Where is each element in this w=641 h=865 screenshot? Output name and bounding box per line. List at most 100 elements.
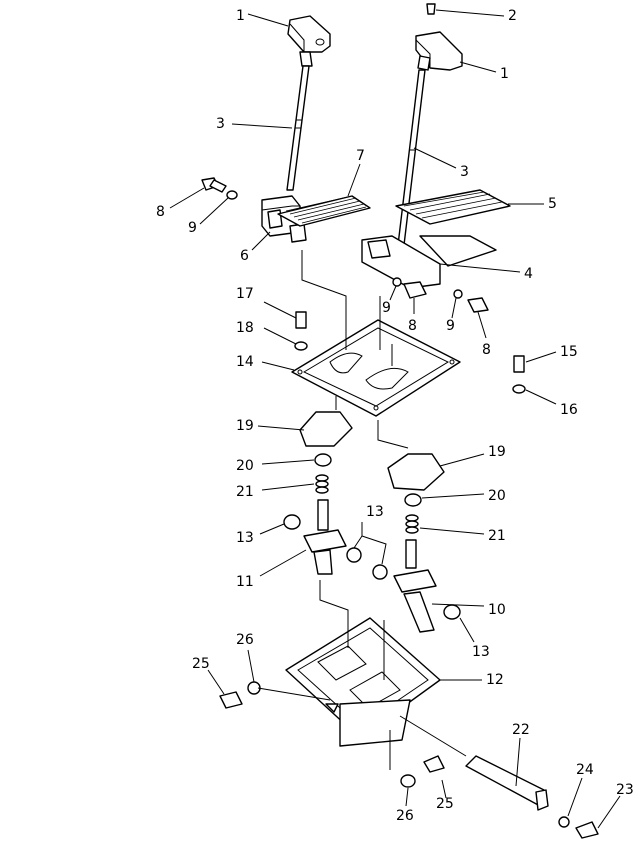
right-lever-knob [415, 3, 463, 71]
svg-text:5: 5 [548, 196, 557, 212]
svg-text:21: 21 [488, 528, 506, 544]
callout-26-bottom: 26 [396, 787, 414, 824]
bolt-8-right [467, 297, 489, 313]
callout-10: 10 [431, 602, 506, 618]
callout-20-left: 20 [236, 458, 315, 474]
callout-7: 7 [347, 148, 365, 197]
callout-21-right: 21 [419, 527, 506, 544]
callout-25-bottom: 25 [436, 779, 454, 812]
rod-22 [465, 755, 549, 811]
callout-19-right: 19 [439, 444, 506, 467]
svg-text:24: 24 [576, 762, 594, 778]
callout-11: 11 [236, 549, 307, 590]
link-line [319, 580, 385, 680]
svg-text:19: 19 [488, 444, 506, 460]
svg-text:17: 17 [236, 286, 254, 302]
svg-text:8: 8 [408, 318, 417, 334]
bolt-8-left [201, 177, 227, 193]
svg-text:2: 2 [508, 8, 517, 24]
callout-18: 18 [236, 320, 297, 345]
lever-10 [393, 539, 437, 633]
callout-8-mid: 8 [408, 298, 417, 334]
callout-14: 14 [236, 354, 295, 371]
link-line [301, 250, 347, 350]
right-pedal-bracket [361, 235, 497, 289]
boot-left [299, 411, 353, 447]
svg-text:21: 21 [236, 484, 254, 500]
callout-22: 22 [512, 722, 530, 787]
bushing-13-mid-b [372, 564, 388, 580]
callout-8-right: 8 [477, 311, 491, 358]
callout-17: 17 [236, 286, 297, 319]
right-pedal-plate [395, 189, 511, 225]
callout-13-right: 13 [459, 617, 490, 660]
svg-text:26: 26 [396, 808, 414, 824]
cover-plate [291, 319, 461, 417]
callout-3-left: 3 [216, 116, 293, 132]
svg-text:20: 20 [488, 488, 506, 504]
link-line [257, 687, 467, 770]
callout-3-right: 3 [413, 147, 469, 180]
svg-text:15: 15 [560, 344, 578, 360]
svg-text:23: 23 [616, 782, 634, 798]
spring-right [405, 514, 419, 534]
callout-25-left: 25 [192, 656, 225, 695]
svg-text:4: 4 [524, 266, 533, 282]
callout-16: 16 [525, 389, 578, 418]
washer-9-left [226, 190, 238, 200]
callout-1-right: 1 [459, 61, 509, 82]
callout-15: 15 [525, 344, 578, 363]
callout-6: 6 [240, 231, 271, 264]
callout-20-right: 20 [421, 488, 506, 504]
callout-24: 24 [567, 762, 594, 817]
svg-text:14: 14 [236, 354, 254, 370]
svg-text:6: 6 [240, 248, 249, 264]
callout-21-left: 21 [236, 483, 315, 500]
svg-text:18: 18 [236, 320, 254, 336]
svg-text:13: 13 [236, 530, 254, 546]
svg-text:22: 22 [512, 722, 530, 738]
svg-text:20: 20 [236, 458, 254, 474]
callout-12: 12 [440, 672, 504, 688]
bolt-15 [513, 355, 525, 373]
svg-text:9: 9 [446, 318, 455, 334]
callout-23: 23 [597, 782, 634, 829]
svg-text:7: 7 [356, 148, 365, 164]
callout-13-mid: 13 [353, 504, 387, 565]
bolt-25-left [219, 691, 243, 709]
svg-text:25: 25 [192, 656, 210, 672]
callout-8-left: 8 [156, 187, 205, 220]
bushing-13-left [283, 514, 301, 530]
left-lever-rod [286, 65, 310, 191]
svg-text:19: 19 [236, 418, 254, 434]
svg-text:10: 10 [488, 602, 506, 618]
callout-4: 4 [439, 263, 533, 282]
lever-11 [303, 499, 347, 575]
svg-text:13: 13 [472, 644, 490, 660]
svg-text:3: 3 [216, 116, 225, 132]
nut-26-bottom [400, 774, 416, 788]
callout-26-left: 26 [236, 632, 255, 683]
callout-5: 5 [508, 196, 557, 212]
svg-text:26: 26 [236, 632, 254, 648]
washer-9-mid [392, 277, 402, 287]
boot-right [387, 453, 445, 491]
washer-16 [512, 384, 526, 394]
link-line [379, 296, 393, 366]
bushing-13-mid-a [346, 547, 362, 563]
svg-text:3: 3 [460, 164, 469, 180]
callout-1-left: 1 [236, 8, 289, 27]
link-line [335, 396, 409, 449]
svg-text:25: 25 [436, 796, 454, 812]
bolt-23 [575, 821, 599, 839]
svg-text:11: 11 [236, 574, 254, 590]
bolt-8-mid [403, 281, 427, 299]
washer-18 [294, 341, 308, 351]
bolt-17 [295, 311, 307, 329]
washer-9-right [453, 289, 463, 299]
callout-19-left: 19 [236, 418, 305, 434]
callout-9-mid: 9 [382, 285, 397, 316]
callout-9-left: 9 [188, 197, 229, 236]
washer-24 [558, 816, 570, 828]
left-pedal-plate [277, 195, 371, 227]
